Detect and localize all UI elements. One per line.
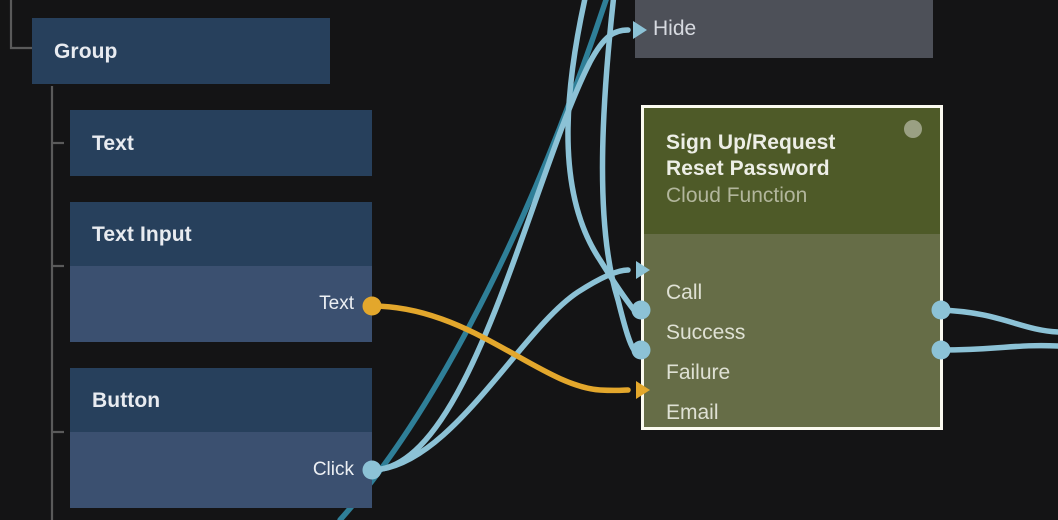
email-input-port-arrow[interactable] [636,381,650,399]
button-node-header[interactable]: Button [70,368,372,432]
button-node-title: Button [92,388,161,412]
text-input-output-row[interactable]: Text [70,266,372,342]
hierarchy-node-group[interactable]: Group [32,18,330,84]
wire-top-to-failure [599,0,637,353]
failure-output-port-dot[interactable] [931,340,951,360]
port-label-call: Call [666,281,703,304]
cloud-function-subtitle: Cloud Function [666,184,808,207]
hide-input-port-arrow[interactable] [633,21,647,39]
port-label-success: Success [666,321,746,344]
cloud-function-header[interactable]: Sign Up/Request Reset Password Cloud Fun… [644,108,940,234]
group-node-header[interactable]: Group [32,18,330,84]
wire-success-out [937,307,1058,335]
hierarchy-node-text[interactable]: Text [70,110,372,176]
button-output-row[interactable]: Click [70,432,372,508]
node-hide[interactable]: Hide [635,0,933,58]
wire-click-to-call [369,267,631,473]
cloud-function-title-line-1: Sign Up/Request [666,131,836,154]
button-node-body: Click [70,432,372,508]
wire-click-to-hide [369,27,631,473]
text-input-node-body: Text [70,266,372,342]
cloud-function-body: Call Success Failure Email [644,234,940,427]
text-node-header[interactable]: Text [70,110,372,176]
wire-text-to-email [369,303,631,394]
failure-input-port-dot[interactable] [631,340,651,360]
text-input-node-title: Text Input [92,222,192,246]
hierarchy-node-text-input[interactable]: Text Input Text [70,202,372,342]
cloud-function-title-line-2: Reset Password [666,157,830,180]
success-output-port-dot[interactable] [931,300,951,320]
cloud-function-status-dot[interactable] [904,120,922,138]
text-input-node-header[interactable]: Text Input [70,202,372,266]
wire-offscreen-dark [337,0,609,520]
call-input-port-arrow[interactable] [636,261,650,279]
success-input-port-dot[interactable] [631,300,651,320]
hierarchy-node-button[interactable]: Button Click [70,368,372,508]
text-output-port-label: Text [319,293,354,314]
group-node-title: Group [54,39,118,63]
port-label-failure: Failure [666,361,731,384]
click-output-port-dot[interactable] [362,460,382,480]
text-node-title: Text [92,131,135,155]
wire-failure-out [937,342,1058,353]
wire-top-to-success [565,0,637,313]
click-output-port-label: Click [312,459,354,480]
node-cloud-function[interactable]: Sign Up/Request Reset Password Cloud Fun… [641,105,943,430]
cloud-function-inner: Sign Up/Request Reset Password Cloud Fun… [644,108,940,427]
port-label-email: Email [666,401,719,424]
text-output-port-dot[interactable] [362,296,382,316]
hide-node-label: Hide [653,17,697,40]
